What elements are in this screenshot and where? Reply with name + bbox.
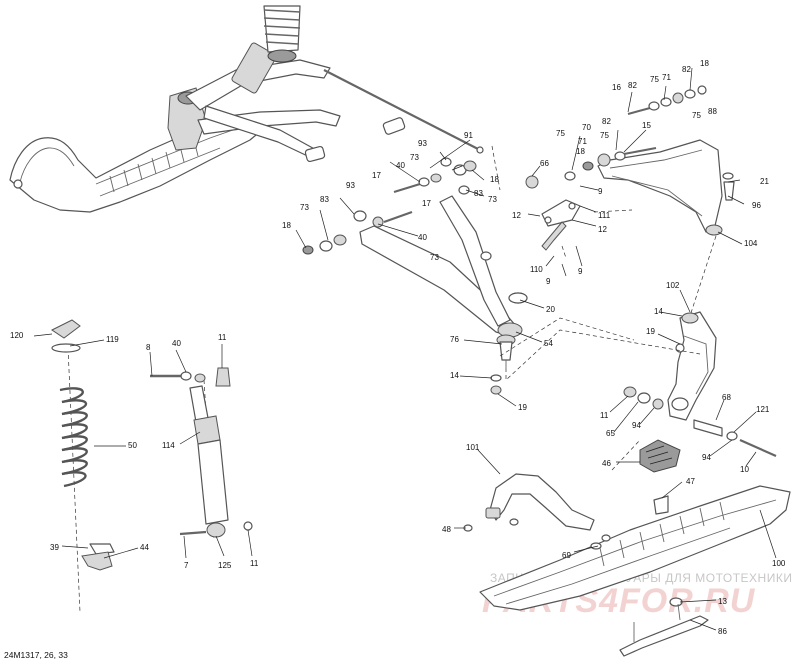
- callout-14: 14: [654, 307, 663, 316]
- callout-93: 93: [346, 181, 355, 190]
- callout-40: 40: [396, 161, 405, 170]
- callouts: 91 93 73 40 17 93 83 73 18 18 83 73 17 4…: [10, 59, 786, 636]
- callout-91: 91: [464, 131, 473, 140]
- callout-11: 11: [218, 333, 227, 342]
- ski: [463, 439, 791, 657]
- callout-70: 70: [582, 123, 591, 132]
- callout-75: 75: [600, 131, 609, 140]
- callout-88: 88: [708, 107, 717, 116]
- callout-10: 10: [740, 465, 749, 474]
- callout-73: 73: [410, 153, 419, 162]
- lower-a-arm: [359, 195, 528, 338]
- callout-39: 39: [50, 543, 59, 552]
- upper-a-arm: [597, 139, 723, 236]
- callout-71: 71: [578, 137, 587, 146]
- callout-68: 68: [722, 393, 731, 402]
- callout-40: 40: [172, 339, 181, 348]
- callout-75: 75: [650, 75, 659, 84]
- leader-lines: [33, 67, 777, 631]
- callout-86: 86: [718, 627, 727, 636]
- callout-101: 101: [466, 443, 480, 452]
- callout-44: 44: [140, 543, 149, 552]
- drawing-code: 24M1317, 26, 33: [4, 650, 68, 660]
- callout-121: 121: [756, 405, 770, 414]
- callout-102: 102: [666, 281, 680, 290]
- callout-18: 18: [576, 147, 585, 156]
- callout-21: 21: [760, 177, 769, 186]
- callout-93: 93: [418, 139, 427, 148]
- callout-17: 17: [422, 199, 431, 208]
- callout-66: 66: [540, 159, 549, 168]
- callout-9: 9: [578, 267, 583, 276]
- callout-47: 47: [686, 477, 695, 486]
- callout-18: 18: [700, 59, 709, 68]
- callout-12: 12: [598, 225, 607, 234]
- callout-83: 83: [320, 195, 329, 204]
- callout-11: 11: [600, 411, 609, 420]
- callout-54: 54: [544, 339, 553, 348]
- callout-19: 19: [646, 327, 655, 336]
- callout-7: 7: [184, 561, 189, 570]
- ball-joint: [496, 334, 516, 368]
- callout-50: 50: [128, 441, 137, 450]
- callout-111: 111: [598, 211, 611, 220]
- callout-71: 71: [662, 73, 671, 82]
- callout-73: 73: [488, 195, 497, 204]
- callout-75: 75: [556, 129, 565, 138]
- callout-20: 20: [546, 305, 555, 314]
- callout-16: 16: [612, 83, 621, 92]
- callout-75: 75: [692, 111, 701, 120]
- callout-73: 73: [430, 253, 439, 262]
- callout-48: 48: [442, 525, 451, 534]
- callout-40: 40: [418, 233, 427, 242]
- callout-8: 8: [146, 343, 151, 352]
- callout-94: 94: [632, 421, 641, 430]
- callout-96: 96: [752, 201, 761, 210]
- callout-83: 83: [474, 189, 483, 198]
- callout-100: 100: [772, 559, 786, 568]
- spindle: [667, 311, 717, 421]
- callout-104: 104: [744, 239, 758, 248]
- callout-18: 18: [490, 175, 499, 184]
- callout-17: 17: [372, 171, 381, 180]
- steering-bracket: [541, 199, 581, 251]
- callout-114: 114: [162, 441, 175, 450]
- callout-65: 65: [606, 429, 615, 438]
- callout-12: 12: [512, 211, 521, 220]
- callout-9: 9: [546, 277, 551, 286]
- callout-69: 69: [562, 551, 571, 560]
- assembled-ski-suspension: [9, 5, 484, 213]
- shock-absorber: [150, 367, 253, 538]
- callout-119: 119: [106, 335, 119, 344]
- spring-assembly: [51, 319, 115, 571]
- callout-15: 15: [642, 121, 651, 130]
- hardware-top: [302, 85, 735, 304]
- callout-19: 19: [518, 403, 527, 412]
- callout-9: 9: [598, 187, 603, 196]
- callout-11: 11: [250, 559, 259, 568]
- callout-82: 82: [682, 65, 691, 74]
- callout-13: 13: [718, 597, 727, 606]
- callout-73: 73: [300, 203, 309, 212]
- callout-94: 94: [702, 453, 711, 462]
- hardware-mid: [490, 343, 777, 458]
- callout-18: 18: [282, 221, 291, 230]
- callout-46: 46: [602, 459, 611, 468]
- callout-125: 125: [218, 561, 232, 570]
- callout-110: 110: [530, 265, 543, 274]
- callout-76: 76: [450, 335, 459, 344]
- callout-120: 120: [10, 331, 24, 340]
- callout-82: 82: [628, 81, 637, 90]
- callout-14: 14: [450, 371, 459, 380]
- callout-82: 82: [602, 117, 611, 126]
